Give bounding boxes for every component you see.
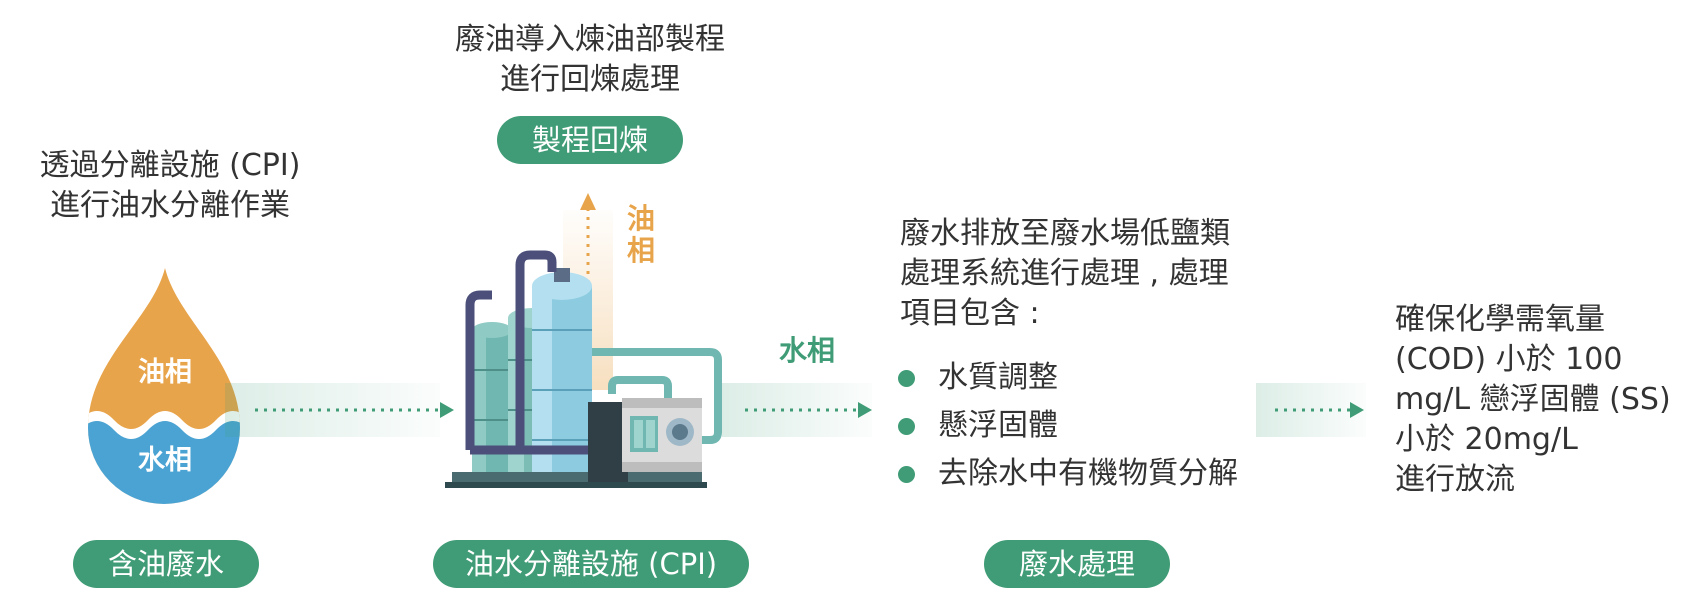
list-item: 去除水中有機物質分解 <box>898 450 1238 498</box>
stage1-caption-line1: 透過分離設施 (CPI) <box>39 148 301 183</box>
stage2-top-caption-line1: 廢油導入煉油部製程 <box>455 22 725 57</box>
pill-oily-wastewater: 含油廢水 <box>73 540 259 588</box>
stage3-desc-line3: 項目包含 : <box>900 296 1040 331</box>
stage1-caption: 透過分離設施 (CPI) 進行油水分離作業 <box>20 146 320 226</box>
oil-phase-arrow-label: 油 相 <box>627 203 655 267</box>
stage4-line5: 進行放流 <box>1395 462 1515 497</box>
water-phase-label: 水相 <box>138 445 192 476</box>
list-item: 懸浮固體 <box>898 402 1238 450</box>
stage1-caption-line2: 進行油水分離作業 <box>50 188 290 223</box>
oil-phase-label: 油相 <box>138 357 192 388</box>
bullet-dot <box>898 466 915 483</box>
pill-cpi-separator: 油水分離設施 (CPI) <box>433 540 749 588</box>
oil-phase-char1: 油 <box>627 202 656 235</box>
list-item-label: 去除水中有機物質分解 <box>938 456 1238 491</box>
list-item: 水質調整 <box>898 354 1238 402</box>
stage3-desc-line1: 廢水排放至廢水場低鹽類 <box>900 216 1230 251</box>
treatment-items-list: 水質調整 懸浮固體 去除水中有機物質分解 <box>898 354 1238 498</box>
list-item-label: 水質調整 <box>938 360 1058 395</box>
stage4-line1: 確保化學需氧量 <box>1395 302 1605 337</box>
pill-wastewater-treatment: 廢水處理 <box>984 540 1170 588</box>
water-phase-arrow-label: 水相 <box>779 334 836 367</box>
bullet-dot <box>898 418 915 435</box>
stage2-top-caption: 廢油導入煉油部製程 進行回煉處理 <box>420 20 760 100</box>
list-item-label: 懸浮固體 <box>938 408 1058 443</box>
bullet-dot <box>898 370 915 387</box>
stage4-line4: 小於 20mg/L <box>1395 422 1578 457</box>
stage4-line2: (COD) 小於 100 <box>1395 342 1623 377</box>
stage2-top-caption-line2: 進行回煉處理 <box>500 62 680 97</box>
stage4-line3: mg/L 戀浮固體 (SS) <box>1395 382 1671 417</box>
stage4-description: 確保化學需氧量 (COD) 小於 100 mg/L 戀浮固體 (SS) 小於 2… <box>1395 300 1671 500</box>
pill-process-recycle: 製程回煉 <box>497 116 683 164</box>
oil-phase-char2: 相 <box>627 234 656 267</box>
stage3-desc-line2: 處理系統進行處理 , 處理 <box>900 256 1229 291</box>
stage3-description: 廢水排放至廢水場低鹽類 處理系統進行處理 , 處理 項目包含 : <box>900 214 1230 334</box>
